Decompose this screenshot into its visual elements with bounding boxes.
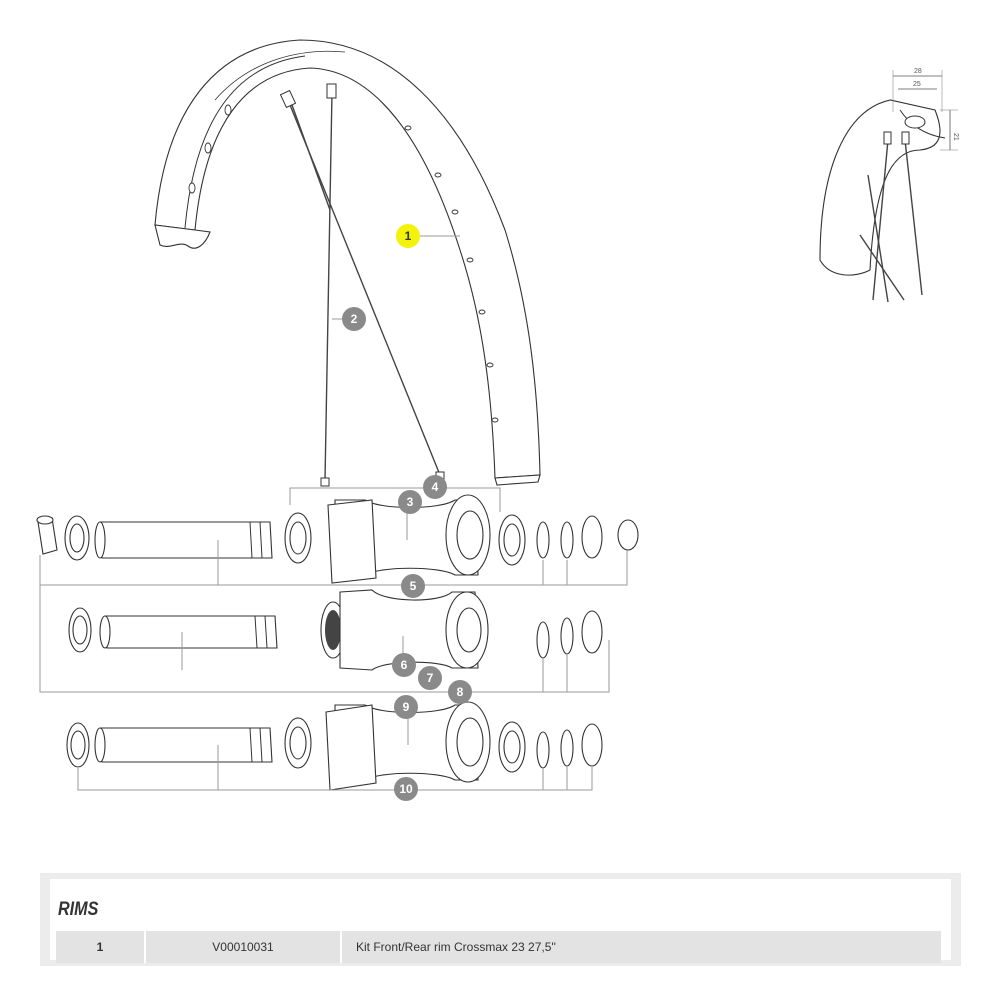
svg-text:10: 10 xyxy=(399,782,413,796)
parts-table-body: RIMS 1 V00010031 Kit Front/Rear rim Cros… xyxy=(50,879,951,963)
svg-text:2: 2 xyxy=(351,312,358,326)
spoke-holes xyxy=(188,104,499,423)
part-reference: V00010031 xyxy=(144,931,340,963)
hub-row-rear-center-lock xyxy=(39,555,610,693)
callout-leaders xyxy=(332,235,460,320)
callout-9: 9 xyxy=(394,695,418,719)
callout-8: 8 xyxy=(448,680,472,704)
svg-text:7: 7 xyxy=(427,671,434,685)
svg-text:8: 8 xyxy=(457,685,464,699)
table-title: RIMS xyxy=(58,899,99,920)
svg-text:5: 5 xyxy=(410,579,417,593)
callout-2: 2 xyxy=(342,307,366,331)
dim-inner-width: 25 xyxy=(913,81,921,88)
hub-row-front xyxy=(36,487,639,586)
table-row[interactable]: 1 V00010031 Kit Front/Rear rim Crossmax … xyxy=(56,931,941,963)
part-description: Kit Front/Rear rim Crossmax 23 27,5'' xyxy=(340,931,941,963)
svg-text:1: 1 xyxy=(405,229,412,243)
dim-outer-width: 28 xyxy=(914,68,922,75)
dimension-lines: 28 25 21 xyxy=(892,68,959,151)
callout-3: 3 xyxy=(398,490,422,514)
dim-height: 21 xyxy=(952,133,959,141)
svg-text:9: 9 xyxy=(403,700,410,714)
callout-10: 10 xyxy=(394,777,418,801)
svg-text:4: 4 xyxy=(432,480,439,494)
item-number: 1 xyxy=(56,931,144,963)
rim-drawing xyxy=(154,39,541,486)
callout-5: 5 xyxy=(401,574,425,598)
callout-4: 4 xyxy=(423,475,447,499)
rim-profile-detail: 28 25 21 xyxy=(819,68,959,303)
svg-text:6: 6 xyxy=(401,658,408,672)
exploded-wheel-diagram: 28 25 21 xyxy=(36,39,959,801)
hub-row-rear-6-bolt xyxy=(66,701,603,791)
callout-1: 1 xyxy=(396,224,420,248)
parts-table: RIMS 1 V00010031 Kit Front/Rear rim Cros… xyxy=(40,873,961,966)
callout-7: 7 xyxy=(418,666,442,690)
spokes-drawing xyxy=(279,83,445,487)
svg-text:3: 3 xyxy=(407,495,414,509)
callout-6: 6 xyxy=(392,653,416,677)
